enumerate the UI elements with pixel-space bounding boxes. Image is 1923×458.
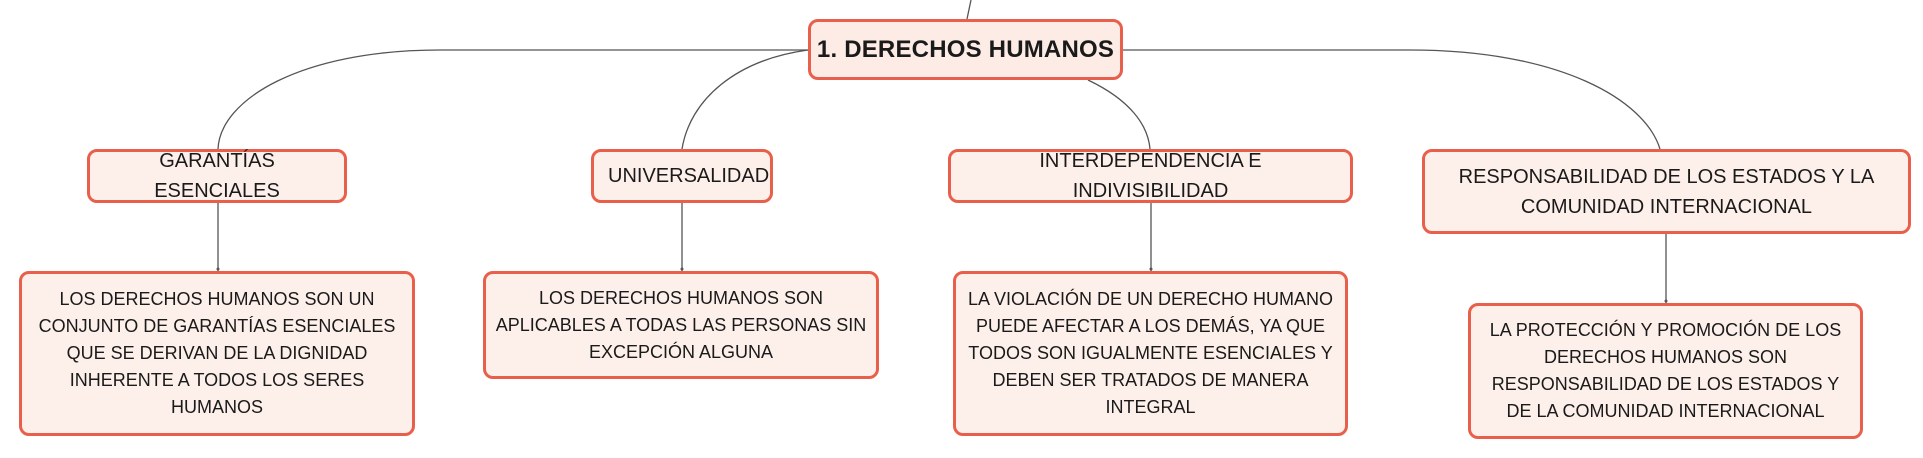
detail-node-responsabilidad[interactable]: LA PROTECCIÓN Y PROMOCIÓN DE LOS DERECHO… xyxy=(1468,303,1863,439)
branch-node-universalidad[interactable]: UNIVERSALIDAD xyxy=(591,149,773,203)
detail-node-text: LOS DERECHOS HUMANOS SON UN CONJUNTO DE … xyxy=(38,289,396,417)
branch-node-label: UNIVERSALIDAD xyxy=(608,165,770,187)
root-node[interactable]: 1. DERECHOS HUMANOS xyxy=(808,19,1123,80)
detail-node-text: LA VIOLACIÓN DE UN DERECHO HUMANO PUEDE … xyxy=(967,289,1334,417)
connector-end-dot xyxy=(1664,299,1668,303)
detail-node-interdependencia[interactable]: LA VIOLACIÓN DE UN DERECHO HUMANO PUEDE … xyxy=(953,271,1348,436)
root-node-label: 1. DERECHOS HUMANOS xyxy=(816,35,1115,63)
branch-node-garantias[interactable]: GARANTÍAS ESENCIALES xyxy=(87,149,347,203)
connector-root-universalidad xyxy=(681,49,809,150)
connector-root-parent xyxy=(966,0,972,20)
connector-root-interdep xyxy=(1087,79,1151,150)
connector-root-responsab xyxy=(1123,49,1661,150)
connector-end-dot xyxy=(1149,267,1153,271)
branch-node-label: GARANTÍAS ESENCIALES xyxy=(154,150,280,202)
detail-node-text: LOS DERECHOS HUMANOS SON APLICABLES A TO… xyxy=(495,287,867,362)
connector-root-garantias xyxy=(217,49,808,150)
branch-node-label: RESPONSABILIDAD DE LOS ESTADOS Y LA COMU… xyxy=(1458,165,1875,218)
connector-end-dot xyxy=(216,267,220,271)
detail-node-text: LA PROTECCIÓN Y PROMOCIÓN DE LOS DERECHO… xyxy=(1489,320,1842,421)
detail-node-universalidad[interactable]: LOS DERECHOS HUMANOS SON APLICABLES A TO… xyxy=(483,271,879,379)
detail-node-garantias[interactable]: LOS DERECHOS HUMANOS SON UN CONJUNTO DE … xyxy=(19,271,415,436)
branch-node-interdependencia[interactable]: INTERDEPENDENCIA E INDIVISIBILIDAD xyxy=(948,149,1353,203)
connector-end-dot xyxy=(680,267,684,271)
branch-node-responsabilidad[interactable]: RESPONSABILIDAD DE LOS ESTADOS Y LA COMU… xyxy=(1422,149,1911,234)
branch-node-label: INTERDEPENDENCIA E INDIVISIBILIDAD xyxy=(1039,150,1262,202)
